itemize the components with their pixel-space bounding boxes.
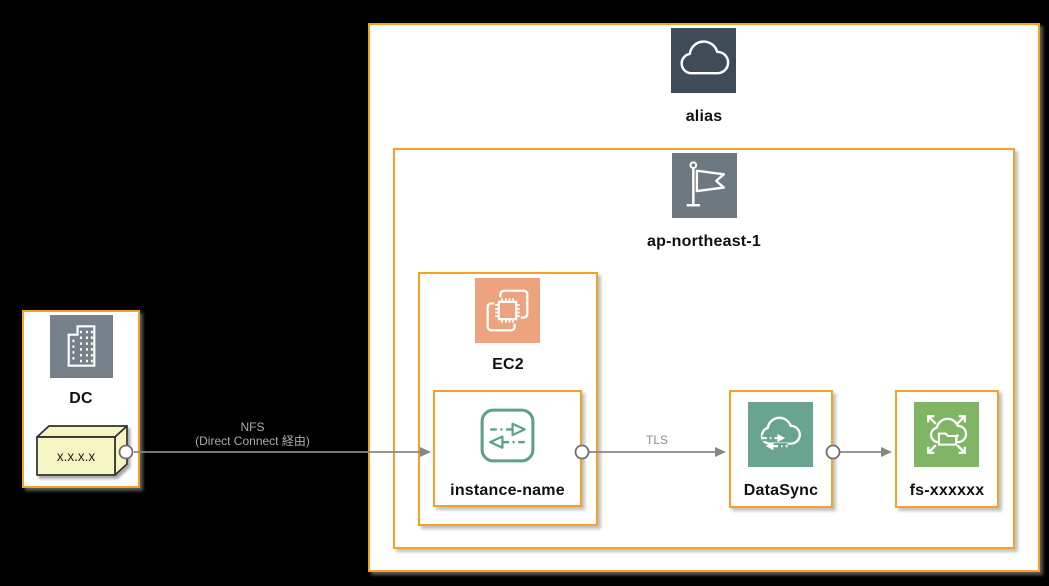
cloud-icon	[671, 28, 736, 93]
ec2-label: EC2	[492, 356, 524, 373]
aws-cloud-group: alias ap-northeast-1	[368, 23, 1040, 572]
cloud-folder-expand-icon	[914, 402, 979, 467]
dc-label: DC	[69, 390, 93, 407]
nfs-edge-label-line1: NFS	[240, 420, 265, 434]
dc-group: DC	[22, 310, 140, 488]
region-group: ap-northeast-1	[393, 148, 1015, 549]
nfs-edge-label: NFS (Direct Connect 経由)	[155, 420, 350, 448]
region-label: ap-northeast-1	[647, 233, 761, 250]
chip-icon	[475, 278, 540, 343]
flag-icon	[672, 153, 737, 218]
tls-edge-label: TLS	[645, 433, 668, 447]
efs-label: fs-xxxxxx	[909, 482, 985, 499]
efs-node: fs-xxxxxx	[895, 390, 999, 508]
ec2-group: EC2 instance-name	[418, 272, 598, 526]
aws-cloud-label: alias	[685, 108, 723, 125]
nfs-edge-label-line2: (Direct Connect 経由)	[195, 434, 310, 448]
building-icon	[50, 315, 113, 378]
instance-label: instance-name	[450, 482, 565, 499]
datasync-label: DataSync	[743, 482, 819, 499]
instance-node: instance-name	[433, 390, 582, 507]
datasync-node: DataSync	[729, 390, 833, 508]
transfer-arrows-icon	[475, 403, 540, 468]
cloud-sync-icon	[748, 402, 813, 467]
